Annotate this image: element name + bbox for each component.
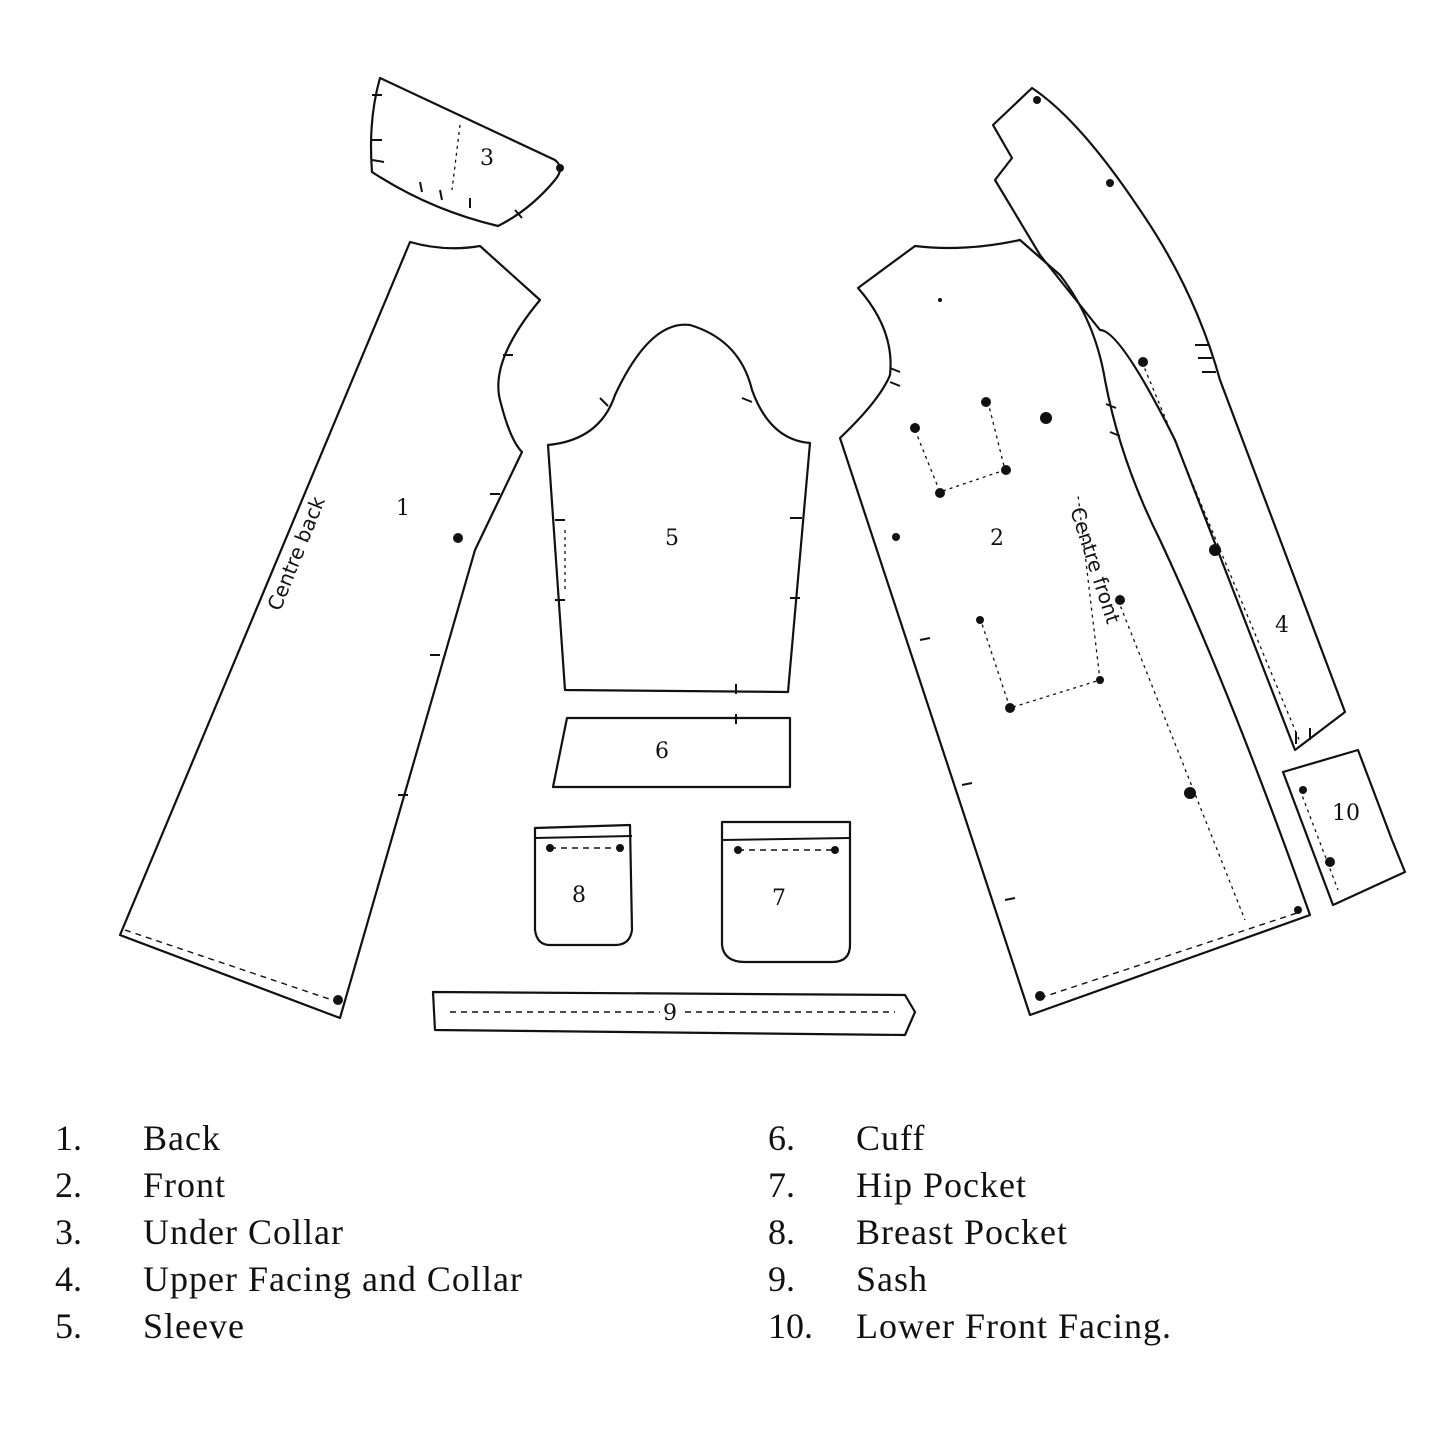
legend-column-left: 1.Back 2.Front 3.Under Collar 4.Upper Fa… xyxy=(55,1115,523,1350)
piece-5-number: 5 xyxy=(665,526,679,551)
legend-item: 8.Breast Pocket xyxy=(768,1212,1068,1252)
legend-item: 4.Upper Facing and Collar xyxy=(55,1259,523,1299)
legend-item: 9.Sash xyxy=(768,1259,929,1299)
piece-7-number: 7 xyxy=(772,886,786,911)
piece-6-number: 6 xyxy=(655,739,669,764)
piece-8-number: 8 xyxy=(572,883,586,908)
piece-hip-pocket: 7 xyxy=(720,820,852,964)
piece-9-number: 9 xyxy=(663,1001,677,1026)
piece-1-number: 1 xyxy=(396,496,410,521)
piece-sash: 9 xyxy=(431,990,917,1037)
piece-4-number: 4 xyxy=(1275,613,1289,638)
piece-under-collar: 3 xyxy=(369,76,564,228)
legend-item: 6.Cuff xyxy=(768,1118,926,1158)
legend-item: 2.Front xyxy=(55,1165,227,1205)
piece-lower-front-facing: 10 xyxy=(1281,748,1407,907)
pattern-diagram: 3 1 Centre back 5 xyxy=(118,76,1407,1037)
centre-front-label: Centre front xyxy=(1065,504,1125,626)
legend-item: 7.Hip Pocket xyxy=(768,1165,1027,1205)
legend-item: 5.Sleeve xyxy=(55,1306,245,1346)
piece-back: 1 Centre back xyxy=(118,240,542,1020)
piece-upper-facing-and-collar: 4 xyxy=(991,86,1347,752)
piece-front: 2 Centre front xyxy=(838,238,1312,1017)
legend-item: 1.Back xyxy=(55,1118,221,1158)
centre-back-label: Centre back xyxy=(262,493,330,614)
piece-2-number: 2 xyxy=(990,526,1004,551)
piece-10-number: 10 xyxy=(1332,801,1360,826)
piece-cuff: 6 xyxy=(551,714,792,789)
legend-item: 10.Lower Front Facing. xyxy=(768,1306,1172,1346)
piece-breast-pocket: 8 xyxy=(533,823,634,947)
legend-item: 3.Under Collar xyxy=(55,1212,344,1252)
legend: 1.Back 2.Front 3.Under Collar 4.Upper Fa… xyxy=(0,1115,1445,1355)
piece-3-number: 3 xyxy=(480,146,494,171)
piece-sleeve: 5 xyxy=(546,323,812,694)
legend-column-right: 6.Cuff 7.Hip Pocket 8.Breast Pocket 9.Sa… xyxy=(768,1115,1172,1350)
